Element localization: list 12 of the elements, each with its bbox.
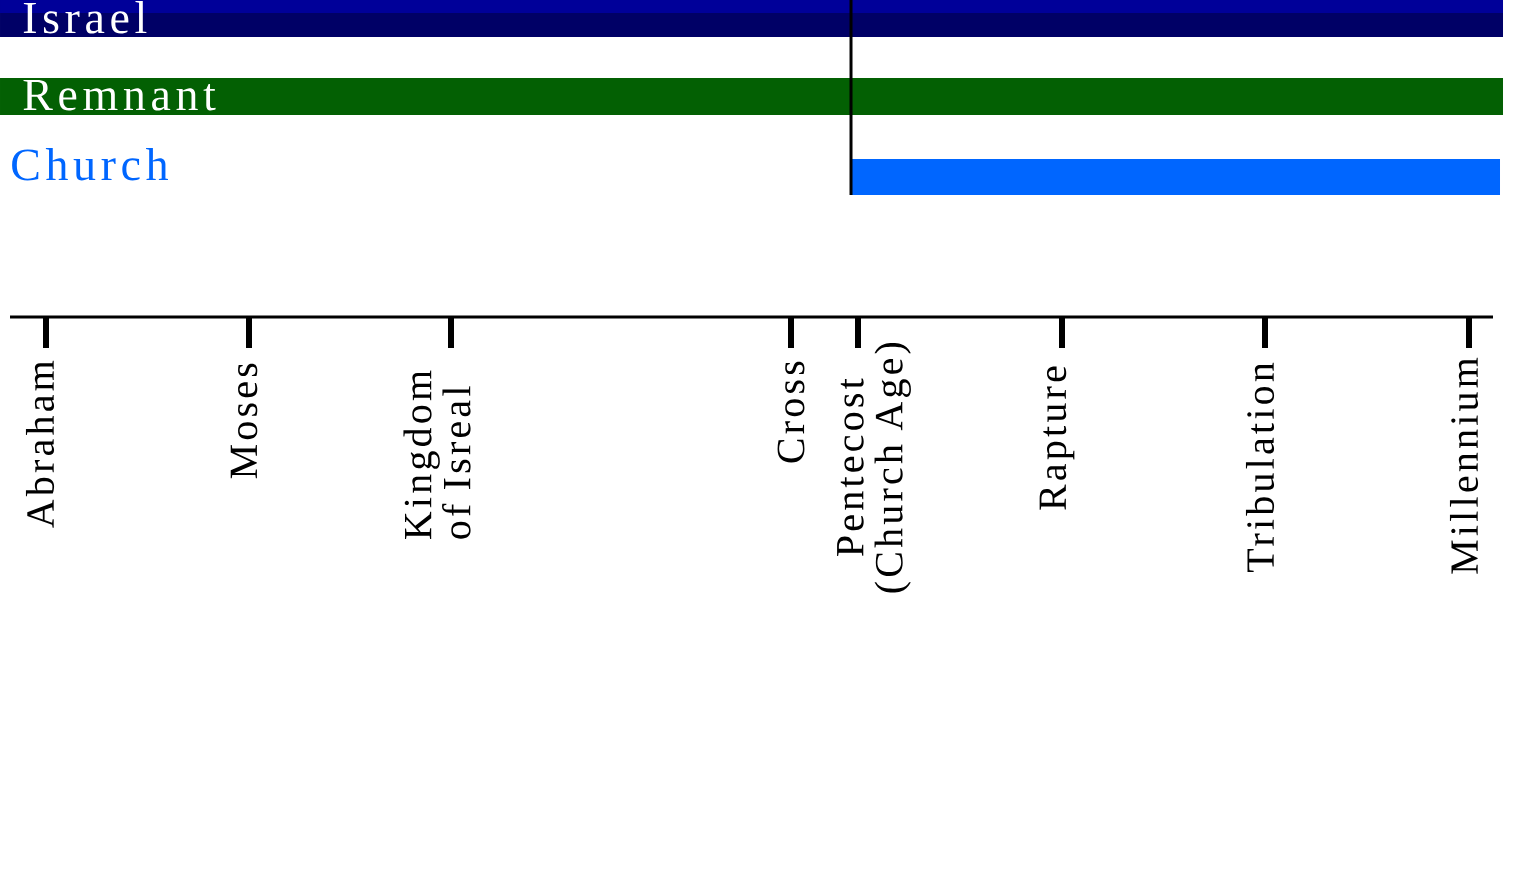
timeline-label: Moses [230, 363, 258, 479]
timeline-label: Cross [777, 361, 805, 463]
timeline-band: Remnant [0, 78, 1503, 115]
timeline-label: Tribulation [1245, 362, 1275, 573]
timeline-band: Israel [0, 0, 1503, 37]
timeline-label: Kingdom of Isreal [403, 370, 471, 540]
timeline-label: Pentecost (Church Age) [837, 342, 911, 593]
timeline-label: Abraham [25, 360, 55, 528]
band-label: Church [12, 148, 168, 181]
timeline-band [852, 159, 1500, 195]
timeline-label: Millennium [1449, 357, 1479, 574]
timeline-label: Rapture [1039, 366, 1075, 510]
